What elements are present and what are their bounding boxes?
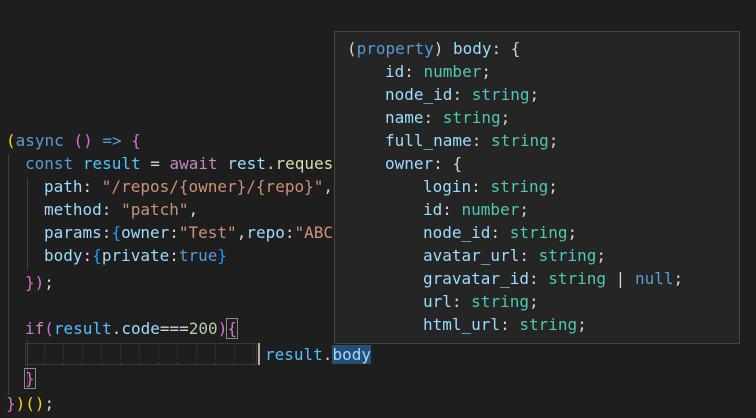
property-key: owner (121, 223, 170, 242)
string-literal: "/repos/{owner}/{repo}" (101, 177, 324, 196)
operator: , (188, 200, 199, 219)
operator: : (101, 200, 122, 219)
operator: . (322, 345, 333, 364)
hover-owner-field: avatar_url: string; (423, 246, 607, 265)
code-line-4[interactable]: method: "patch", (44, 198, 198, 221)
function-request: request (275, 154, 343, 173)
code-line-11[interactable]: } (24, 367, 36, 390)
keyword-property: property (356, 39, 434, 58)
operator: = (140, 154, 170, 173)
code-line-10[interactable]: result.body (265, 343, 371, 366)
hover-owner-field: node_id: string; (423, 223, 578, 242)
paren: ( (6, 131, 16, 150)
code-line-1[interactable]: (async () => { (6, 129, 141, 152)
paren: ( (44, 319, 54, 338)
brace: } (25, 273, 35, 292)
property-body-hovered[interactable]: body (332, 345, 371, 364)
code-line-12[interactable]: })(); (6, 392, 54, 415)
code-line-6[interactable]: body:{private:true} (44, 246, 228, 265)
property-key: body (44, 246, 83, 265)
string-literal: "Test" (178, 223, 237, 242)
operator: ; (44, 394, 55, 413)
variable-result: result (265, 345, 323, 364)
hover-owner-field: id: number; (423, 200, 529, 219)
property-name: body (443, 39, 492, 58)
operator: . (111, 319, 122, 338)
paren: () (25, 394, 45, 413)
hover-tooltip[interactable]: (property) body: { id: number; node_id: … (334, 31, 740, 344)
paren: ) (34, 273, 45, 292)
hover-owner-field: login: string; (423, 177, 558, 196)
variable-result: result (53, 319, 112, 338)
operator: . (265, 154, 276, 173)
code-line-2[interactable]: const result = await rest.request (25, 152, 343, 175)
number-literal: 200 (188, 319, 218, 338)
code-line-3[interactable]: path: "/repos/{owner}/{repo}", (44, 175, 333, 198)
brace: } (217, 246, 228, 265)
brace: } (6, 394, 16, 413)
hover-field: node_id: string; (385, 85, 540, 104)
hover-header: (property) body: { (347, 39, 521, 58)
brace: { (121, 131, 141, 150)
brace: { (226, 318, 238, 339)
boolean-literal: true (178, 246, 218, 265)
indent-guide (27, 178, 28, 270)
brace: { (92, 246, 102, 265)
operator: : (101, 223, 112, 242)
keyword-async: async (15, 131, 64, 150)
text-cursor (258, 343, 260, 365)
paren: () (63, 131, 103, 150)
variable-result: result (82, 154, 141, 173)
paren: ) (217, 319, 228, 338)
keyword-if: if (25, 319, 45, 338)
code-line-5[interactable]: params:{owner:"Test",repo:"ABC" (44, 223, 343, 242)
string-literal: "ABC" (294, 223, 343, 242)
code-line-9[interactable]: if(result.code===200){ (25, 317, 238, 340)
hover-owner-field: url: string; (423, 292, 539, 311)
string-literal: "patch" (121, 200, 189, 219)
hover-field: owner: { (385, 154, 463, 173)
brace: } (24, 368, 36, 389)
hover-field: full_name: string; (385, 131, 559, 150)
operator: : (82, 246, 93, 265)
property-key: repo (246, 223, 285, 242)
hover-field: id: number; (385, 62, 491, 81)
property-code: code (121, 319, 160, 338)
property-key: params (44, 223, 102, 242)
indent-guide (8, 155, 9, 395)
variable-rest: rest (227, 154, 266, 173)
arrow-operator: => (102, 131, 122, 150)
property-key: private (101, 246, 170, 265)
whitespace-indentation (25, 343, 257, 365)
keyword-await: await (169, 154, 218, 173)
indent-guide (27, 340, 28, 386)
property-key: path (44, 177, 83, 196)
hover-owner-field: html_url: string; (423, 315, 587, 334)
operator: : (82, 177, 102, 196)
paren: ) (15, 394, 26, 413)
keyword-const: const (25, 154, 74, 173)
operator: ; (44, 273, 54, 292)
brace: { (111, 223, 122, 242)
code-line-7[interactable]: }); (25, 271, 54, 294)
operator: === (159, 319, 189, 338)
operator: , (323, 177, 333, 196)
hover-owner-field: gravatar_id: string | null; (423, 269, 684, 288)
hover-field: name: string; (385, 108, 511, 127)
property-key: method (44, 200, 102, 219)
